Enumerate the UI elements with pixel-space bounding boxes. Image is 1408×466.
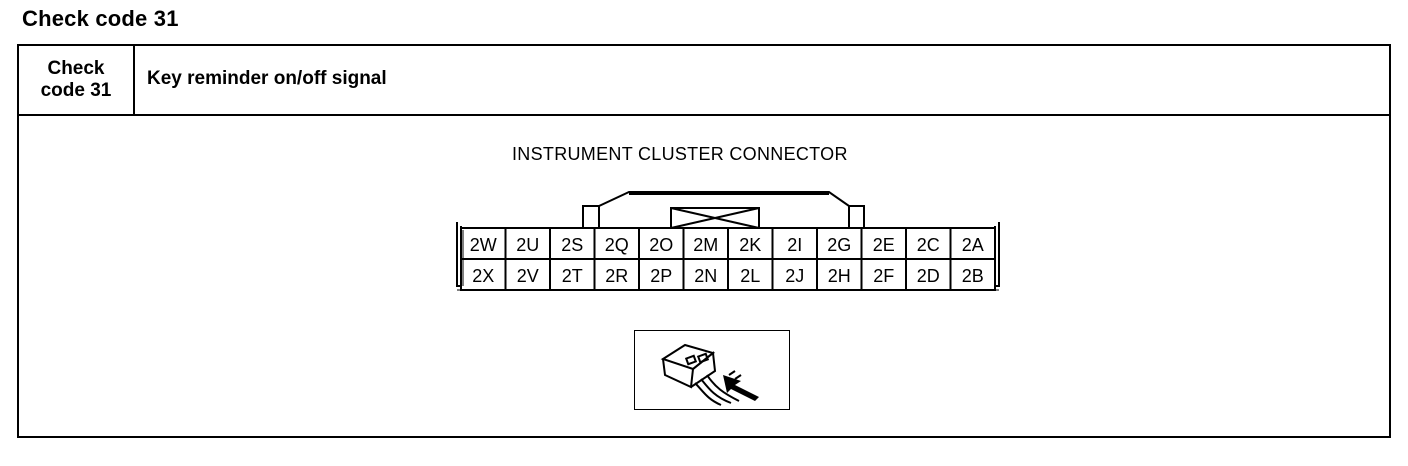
- connector-title: INSTRUMENT CLUSTER CONNECTOR: [512, 144, 848, 164]
- check-code-label-line1: Check: [47, 58, 105, 79]
- pin-label-2e: 2E: [873, 235, 895, 255]
- arrow-icon: [723, 370, 759, 401]
- pin-label-2i: 2I: [787, 235, 802, 255]
- pin-label-2l: 2L: [740, 266, 760, 286]
- pin-label-2h: 2H: [828, 266, 851, 286]
- pin-label-2s: 2S: [561, 235, 583, 255]
- pin-label-2f: 2F: [873, 266, 894, 286]
- pin-label-2u: 2U: [516, 235, 539, 255]
- pin-label-2k: 2K: [739, 235, 761, 255]
- pin-label-2o: 2O: [649, 235, 673, 255]
- pin-label-2n: 2N: [694, 266, 717, 286]
- pin-label-2q: 2Q: [605, 235, 629, 255]
- pin-label-2m: 2M: [693, 235, 718, 255]
- pin-label-2v: 2V: [517, 266, 539, 286]
- connector-diagram: 2W 2U 2S 2Q 2O 2M 2K 2I 2G 2E 2C 2A 2X 2V 2T 2R 2P 2N 2L 2J…: [456, 191, 1000, 291]
- cavity-blocked-mark: [670, 207, 760, 229]
- pin-label-2a: 2A: [962, 235, 984, 255]
- description-cell: Key reminder on/off signal: [147, 68, 387, 89]
- pin-label-2r: 2R: [605, 266, 628, 286]
- diagram-area: INSTRUMENT CLUSTER CONNECTOR: [19, 116, 1389, 436]
- pin-label-2b: 2B: [962, 266, 984, 286]
- connector-latch: [582, 191, 865, 228]
- pin-label-2t: 2T: [562, 266, 583, 286]
- pin-dividers: [504, 228, 952, 290]
- pin-label-2d: 2D: [917, 266, 940, 286]
- pin-label-2x: 2X: [472, 266, 494, 286]
- pin-label-2c: 2C: [917, 235, 940, 255]
- table-header-row: Check code 31 Key reminder on/off signal: [19, 46, 1389, 116]
- pin-label-2j: 2J: [785, 266, 804, 286]
- check-code-table: Check code 31 Key reminder on/off signal…: [17, 44, 1391, 438]
- pin-label-2w: 2W: [470, 235, 497, 255]
- pin-labels: 2W 2U 2S 2Q 2O 2M 2K 2I 2G 2E 2C 2A 2X 2V 2T 2R 2P 2N 2L 2J…: [470, 235, 984, 286]
- page-title: Check code 31: [22, 6, 179, 31]
- pin-label-2g: 2G: [827, 235, 851, 255]
- pin-label-2p: 2P: [650, 266, 672, 286]
- harness-side-icon: [660, 343, 759, 406]
- check-code-cell: Check code 31: [19, 46, 135, 114]
- check-code-label-line2: code 31: [40, 80, 112, 101]
- connector-inspection-illustration: [634, 330, 790, 410]
